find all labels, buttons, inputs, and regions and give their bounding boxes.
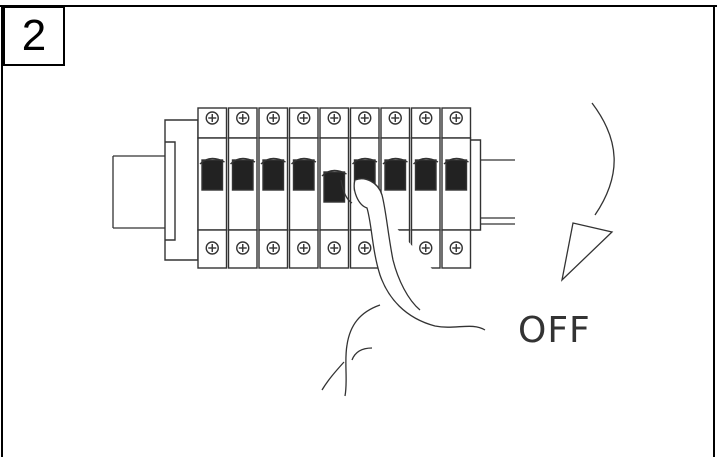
step-number-box: 2 bbox=[3, 6, 65, 66]
off-label: OFF bbox=[518, 310, 591, 351]
breaker-lever bbox=[263, 160, 284, 190]
breaker-lever bbox=[294, 160, 315, 190]
breaker-bank bbox=[165, 108, 481, 268]
curved-arrow-icon bbox=[562, 103, 614, 280]
breaker-lever bbox=[324, 172, 345, 202]
breaker-lever bbox=[233, 160, 254, 190]
breaker-lever bbox=[385, 160, 406, 190]
step-number: 2 bbox=[22, 14, 46, 58]
breaker-housing-right bbox=[471, 140, 481, 230]
breaker-housing-left bbox=[165, 120, 198, 260]
breaker-lever bbox=[446, 160, 467, 190]
breaker-lever bbox=[202, 160, 223, 190]
breaker-lever bbox=[416, 160, 437, 190]
